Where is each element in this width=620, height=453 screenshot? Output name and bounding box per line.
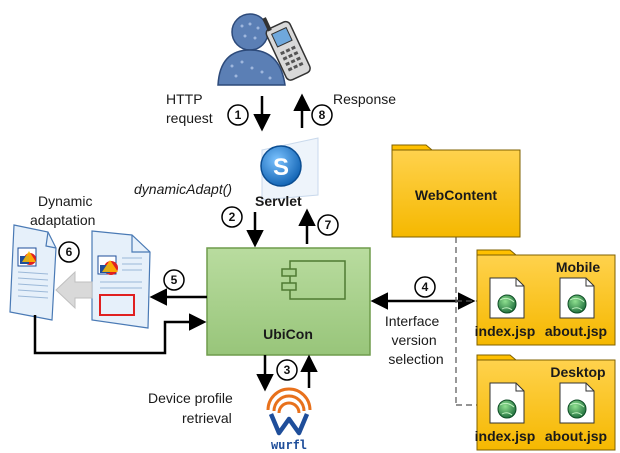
svg-text:about.jsp: about.jsp: [545, 428, 607, 444]
response-label: Response: [333, 91, 396, 107]
svg-text:index.jsp: index.jsp: [475, 428, 536, 444]
svg-text:3: 3: [284, 363, 291, 377]
svg-text:4: 4: [422, 280, 429, 294]
svg-text:2: 2: [229, 210, 236, 224]
svg-text:index.jsp: index.jsp: [475, 323, 536, 339]
interface-version-label: Interface version selection: [385, 313, 444, 367]
step-5-badge: 5: [163, 269, 185, 291]
step-6-badge: 6: [58, 241, 80, 263]
user-phone-icon: [217, 13, 311, 86]
dynamic-adaptation-label: Dynamic adaptation: [30, 193, 96, 228]
svg-text:8: 8: [319, 108, 326, 122]
svg-text:wurfl: wurfl: [271, 438, 307, 452]
servlet-icon: S: [260, 137, 319, 201]
step-2-badge: 2: [221, 206, 243, 228]
step-4-badge: 4: [414, 276, 436, 298]
webcontent-folder: WebContent: [391, 144, 521, 238]
servlet-label: Servlet: [255, 193, 302, 209]
original-document-icon: [9, 224, 57, 321]
svg-text:Mobile: Mobile: [556, 259, 601, 275]
wurfl-logo: wurfl: [266, 387, 312, 452]
adapted-document-icon: [91, 230, 151, 329]
svg-text:7: 7: [325, 218, 332, 232]
step-7-badge: 7: [317, 214, 339, 236]
ubicon-label: UbiCon: [263, 326, 313, 342]
adaptation-arrow: [55, 270, 93, 310]
folder-tree-connectors: [455, 237, 477, 406]
step-8-badge: 8: [311, 104, 333, 126]
step-3-badge: 3: [276, 359, 298, 381]
svg-text:5: 5: [171, 273, 178, 287]
step-1-badge: 1: [227, 104, 249, 126]
desktop-index-jsp-file: index.jsp: [475, 382, 536, 444]
svg-text:1: 1: [235, 108, 242, 122]
mobile-about-jsp-file: about.jsp: [545, 277, 607, 339]
svg-text:Desktop: Desktop: [550, 364, 605, 380]
svg-text:WebContent: WebContent: [415, 187, 498, 203]
http-request-label: HTTP request: [166, 91, 213, 126]
arrow-feedback-loop: [33, 313, 207, 355]
svg-text:about.jsp: about.jsp: [545, 323, 607, 339]
component-icon: [281, 260, 346, 300]
device-profile-label: Device profile retrieval: [148, 390, 237, 426]
ubicon-component: UbiCon: [206, 247, 371, 356]
dynamic-adapt-label: dynamicAdapt(): [134, 181, 232, 197]
svg-text:6: 6: [66, 245, 73, 259]
svg-text:S: S: [273, 154, 289, 181]
desktop-about-jsp-file: about.jsp: [545, 382, 607, 444]
mobile-index-jsp-file: index.jsp: [475, 277, 536, 339]
